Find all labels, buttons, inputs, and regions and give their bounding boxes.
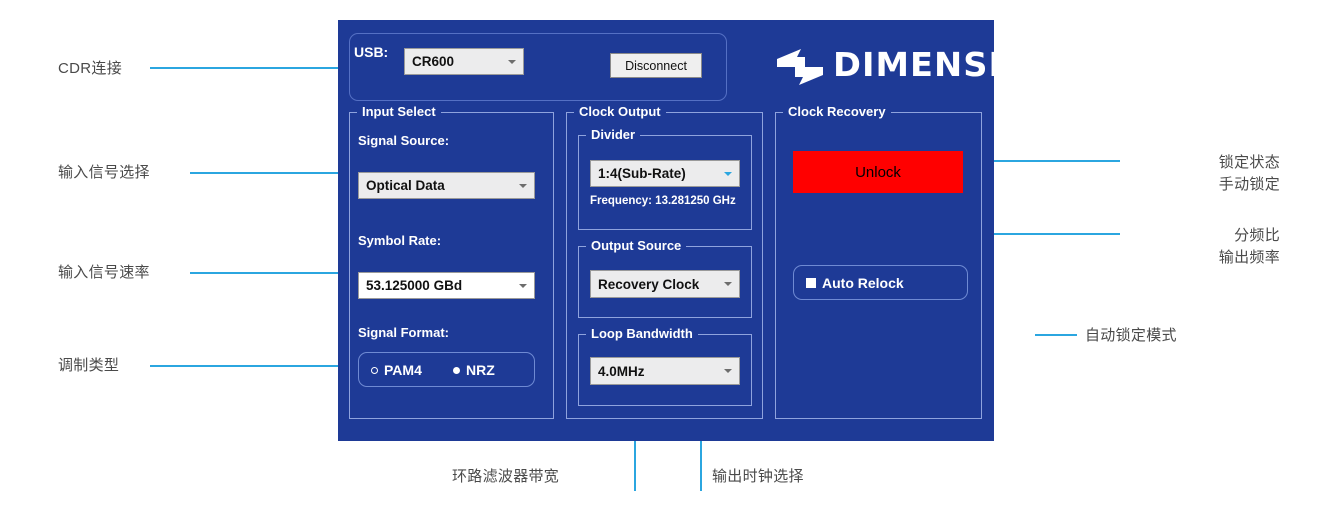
lock-status-button[interactable]: Unlock <box>793 151 963 193</box>
radio-pam4[interactable]: PAM4 <box>371 362 422 378</box>
annotation-input-signal-select: 输入信号选择 <box>58 164 150 181</box>
symbol-rate-label: Symbol Rate: <box>358 233 442 248</box>
leader-line-auto-relock-mode <box>1035 334 1077 336</box>
annotation-input-signal-rate: 输入信号速率 <box>58 264 150 281</box>
dimension-arrows-logo-icon <box>777 49 823 85</box>
chevron-down-icon <box>519 183 527 188</box>
signal-source-select[interactable]: Optical Data <box>358 172 535 199</box>
loop-bandwidth-select[interactable]: 4.0MHz <box>590 357 740 385</box>
divider-value: 1:4(Sub-Rate) <box>598 166 686 181</box>
divider-caption: Divider <box>586 127 641 142</box>
clock-recovery-caption: Clock Recovery <box>783 104 891 119</box>
auto-relock-panel: Auto Relock <box>793 265 968 300</box>
symbol-rate-select[interactable]: 53.125000 GBd <box>358 272 535 299</box>
chevron-down-icon <box>724 282 732 286</box>
auto-relock-label: Auto Relock <box>822 275 904 291</box>
output-source-select[interactable]: Recovery Clock <box>590 270 740 298</box>
divider-select[interactable]: 1:4(Sub-Rate) <box>590 160 740 187</box>
leader-line-modulation-type <box>150 365 370 367</box>
cdr-control-window: USB: CR600 Disconnect DIMENSION Input Se… <box>338 20 1060 441</box>
annotation-auto-relock-mode: 自动锁定模式 <box>1085 327 1177 344</box>
signal-source-label: Signal Source: <box>358 133 450 148</box>
annotation-modulation-type: 调制类型 <box>58 357 120 374</box>
annotation-cdr-connection: CDR连接 <box>58 60 122 77</box>
chevron-down-icon <box>519 283 527 288</box>
output-source-caption: Output Source <box>586 238 687 253</box>
annotation-divider-ratio: 分频比 输出频率 <box>1218 227 1280 266</box>
leader-line-cdr-connection <box>150 67 338 69</box>
radio-unselected-icon <box>453 366 460 374</box>
brand-wordmark: DIMENSION <box>833 45 1061 84</box>
leader-line-input-signal-select <box>190 172 366 174</box>
brand-logo: DIMENSION <box>775 43 1060 91</box>
usb-device-select[interactable]: CR600 <box>404 48 524 75</box>
radio-selected-icon <box>371 366 378 374</box>
signal-source-value: Optical Data <box>366 178 445 193</box>
loop-bandwidth-group: Loop Bandwidth <box>578 326 752 406</box>
output-source-group: Output Source <box>578 238 752 318</box>
loop-bandwidth-caption: Loop Bandwidth <box>586 326 698 341</box>
annotation-loop-filter-bandwidth: 环路滤波器带宽 <box>452 468 560 485</box>
auto-relock-checkbox[interactable]: Auto Relock <box>806 275 904 291</box>
radio-pam4-label: PAM4 <box>384 362 422 378</box>
checkbox-checked-icon <box>806 278 816 288</box>
annotation-output-clock-select: 输出时钟选择 <box>712 468 804 485</box>
leader-line-lock-status <box>962 160 1120 162</box>
input-select-group: Input Select <box>349 104 554 419</box>
chevron-down-icon <box>724 369 732 373</box>
output-source-value: Recovery Clock <box>598 276 700 292</box>
loop-bandwidth-value: 4.0MHz <box>598 363 645 379</box>
clock-output-caption: Clock Output <box>574 104 666 119</box>
leader-line-divider-ratio <box>962 233 1120 235</box>
radio-nrz-label: NRZ <box>466 362 495 378</box>
clock-recovery-group: Clock Recovery <box>775 104 982 419</box>
usb-label: USB: <box>354 44 389 60</box>
leader-line-input-signal-rate <box>190 272 366 274</box>
usb-device-value: CR600 <box>412 54 455 69</box>
disconnect-button[interactable]: Disconnect <box>610 53 702 78</box>
radio-nrz[interactable]: NRZ <box>453 362 495 378</box>
input-select-caption: Input Select <box>357 104 441 119</box>
annotation-lock-status: 锁定状态 手动锁定 <box>1218 154 1280 193</box>
chevron-down-icon <box>508 59 516 64</box>
clock-output-group: Clock Output <box>566 104 763 419</box>
divider-group: Divider <box>578 127 752 230</box>
chevron-down-icon <box>724 171 732 176</box>
symbol-rate-value: 53.125000 GBd <box>366 278 463 293</box>
signal-format-options: PAM4 NRZ <box>358 352 535 387</box>
signal-format-label: Signal Format: <box>358 325 450 340</box>
connection-group <box>349 33 727 101</box>
divider-frequency-readout: Frequency: 13.281250 GHz <box>590 195 736 207</box>
